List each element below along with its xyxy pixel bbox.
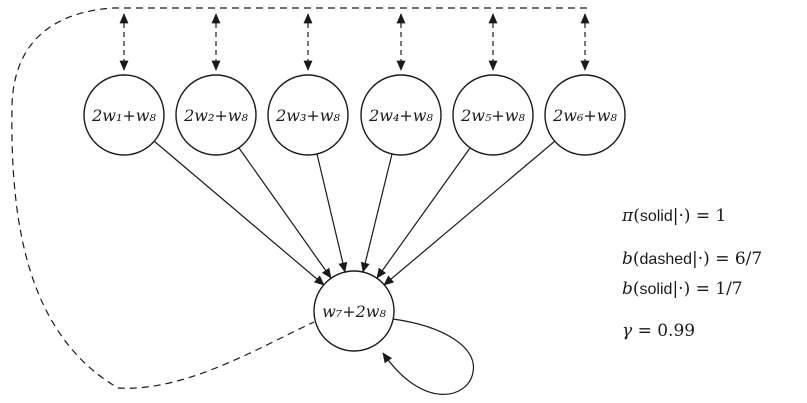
upper-node-6-label: 2w₆+w₈ — [552, 106, 617, 125]
upper-node-4-label: 2w₄+w₈ — [368, 106, 433, 125]
upper-node-3 — [267, 74, 349, 156]
solid-edge-6 — [383, 140, 556, 286]
solid-edge-3 — [316, 153, 348, 273]
upper-node-1-label: 2w₁+w₈ — [91, 106, 156, 125]
upper-node-5 — [452, 74, 534, 156]
solid-edge-1 — [153, 140, 325, 286]
upper-node-1 — [83, 74, 165, 156]
upper-node-2-label: 2w₂+w₈ — [183, 106, 248, 125]
lower-node — [313, 270, 395, 352]
upper-node-2 — [175, 74, 257, 156]
solid-edge-5 — [376, 147, 471, 279]
dashed-return-curve — [11, 7, 587, 389]
solid-edge-4 — [360, 153, 393, 273]
lower-node-label: w₇+2w₈ — [322, 302, 386, 321]
upper-node-6 — [544, 74, 626, 156]
upper-node-5-label: 2w₅+w₈ — [460, 106, 525, 125]
upper-node-4 — [360, 74, 442, 156]
solid-edge-2 — [238, 147, 332, 279]
upper-node-3-label: 2w₃+w₈ — [275, 106, 340, 125]
self-loop-edge — [382, 318, 474, 395]
